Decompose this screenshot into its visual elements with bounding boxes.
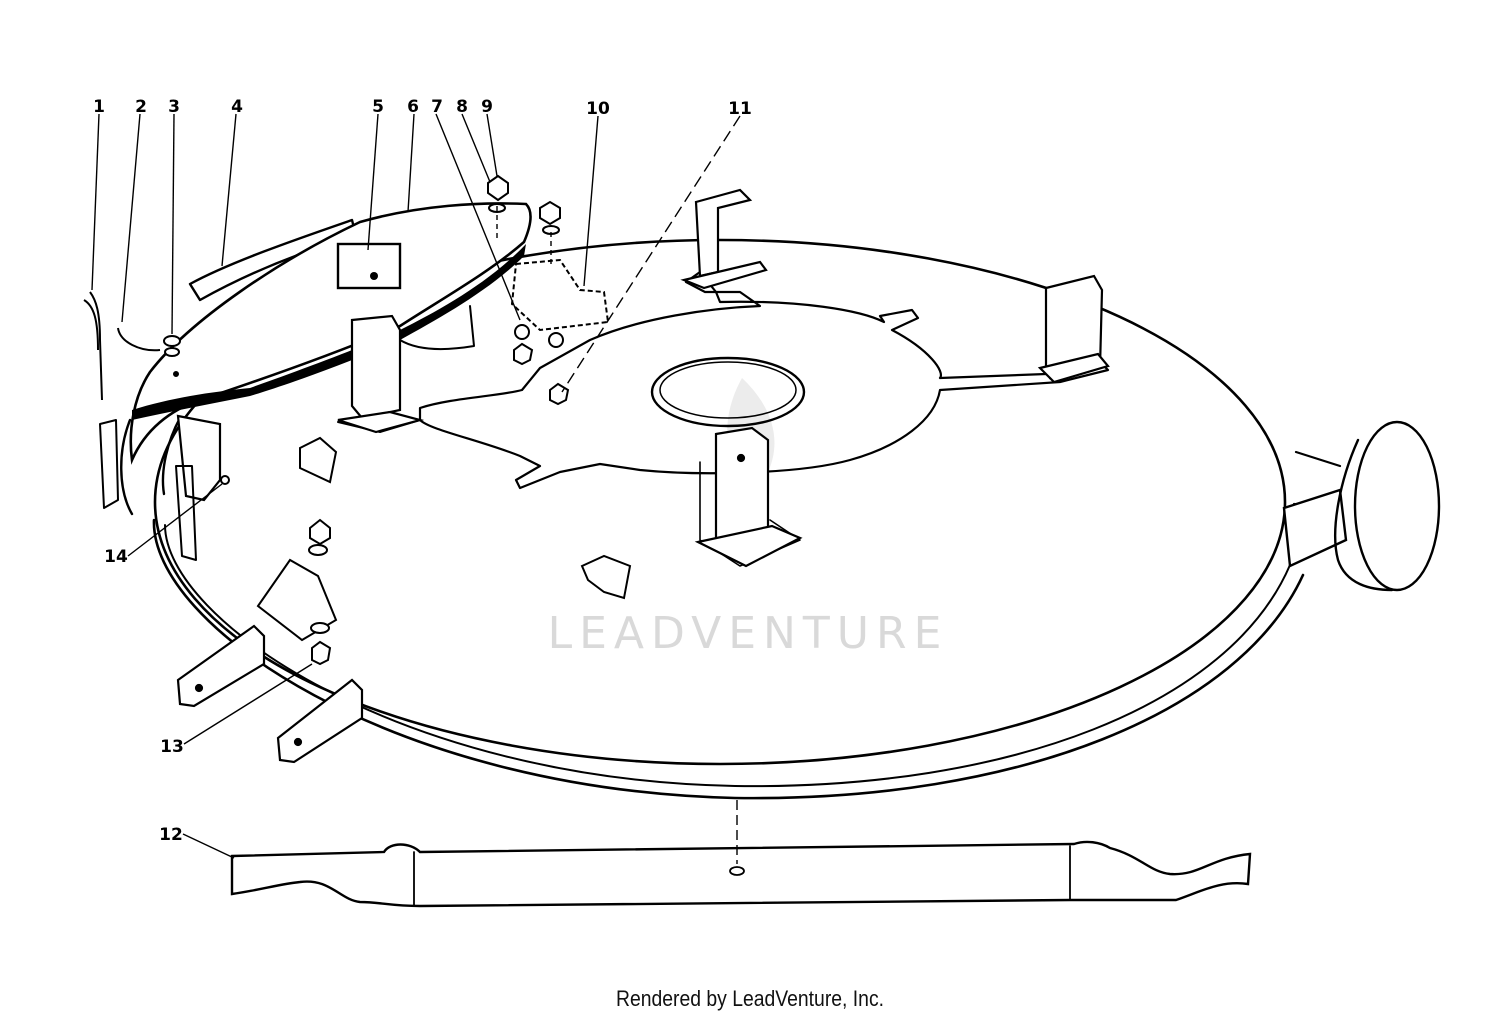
wheel [1282,420,1441,592]
callout-13: 13 [160,737,184,757]
mounting-straps [176,624,364,764]
callout-7: 7 [431,97,443,117]
plate-5 [336,242,402,290]
discharge-chute [99,202,532,561]
callout-2: 2 [135,97,147,117]
callout-1: 1 [93,97,105,117]
deck-clips [299,436,632,600]
callout-11: 11 [728,99,752,119]
footer-credit: Rendered by LeadVenture, Inc. [615,986,885,1011]
callout-12: 12 [159,825,183,845]
blade-brackets [337,188,1110,568]
callout-10: 10 [586,99,610,119]
callout-6: 6 [407,97,419,117]
hardware [83,174,610,666]
callout-5: 5 [372,97,384,117]
callout-4: 4 [231,97,243,117]
callout-3: 3 [168,97,180,117]
callout-9: 9 [481,97,493,117]
blade [230,840,1252,908]
watermark-text: LEADVENTURE [548,608,949,659]
leader-lines [91,113,741,864]
callouts: 1 2 3 4 5 6 7 8 9 10 11 12 13 14 [93,97,752,845]
callout-14: 14 [104,547,128,567]
callout-8: 8 [456,97,468,117]
